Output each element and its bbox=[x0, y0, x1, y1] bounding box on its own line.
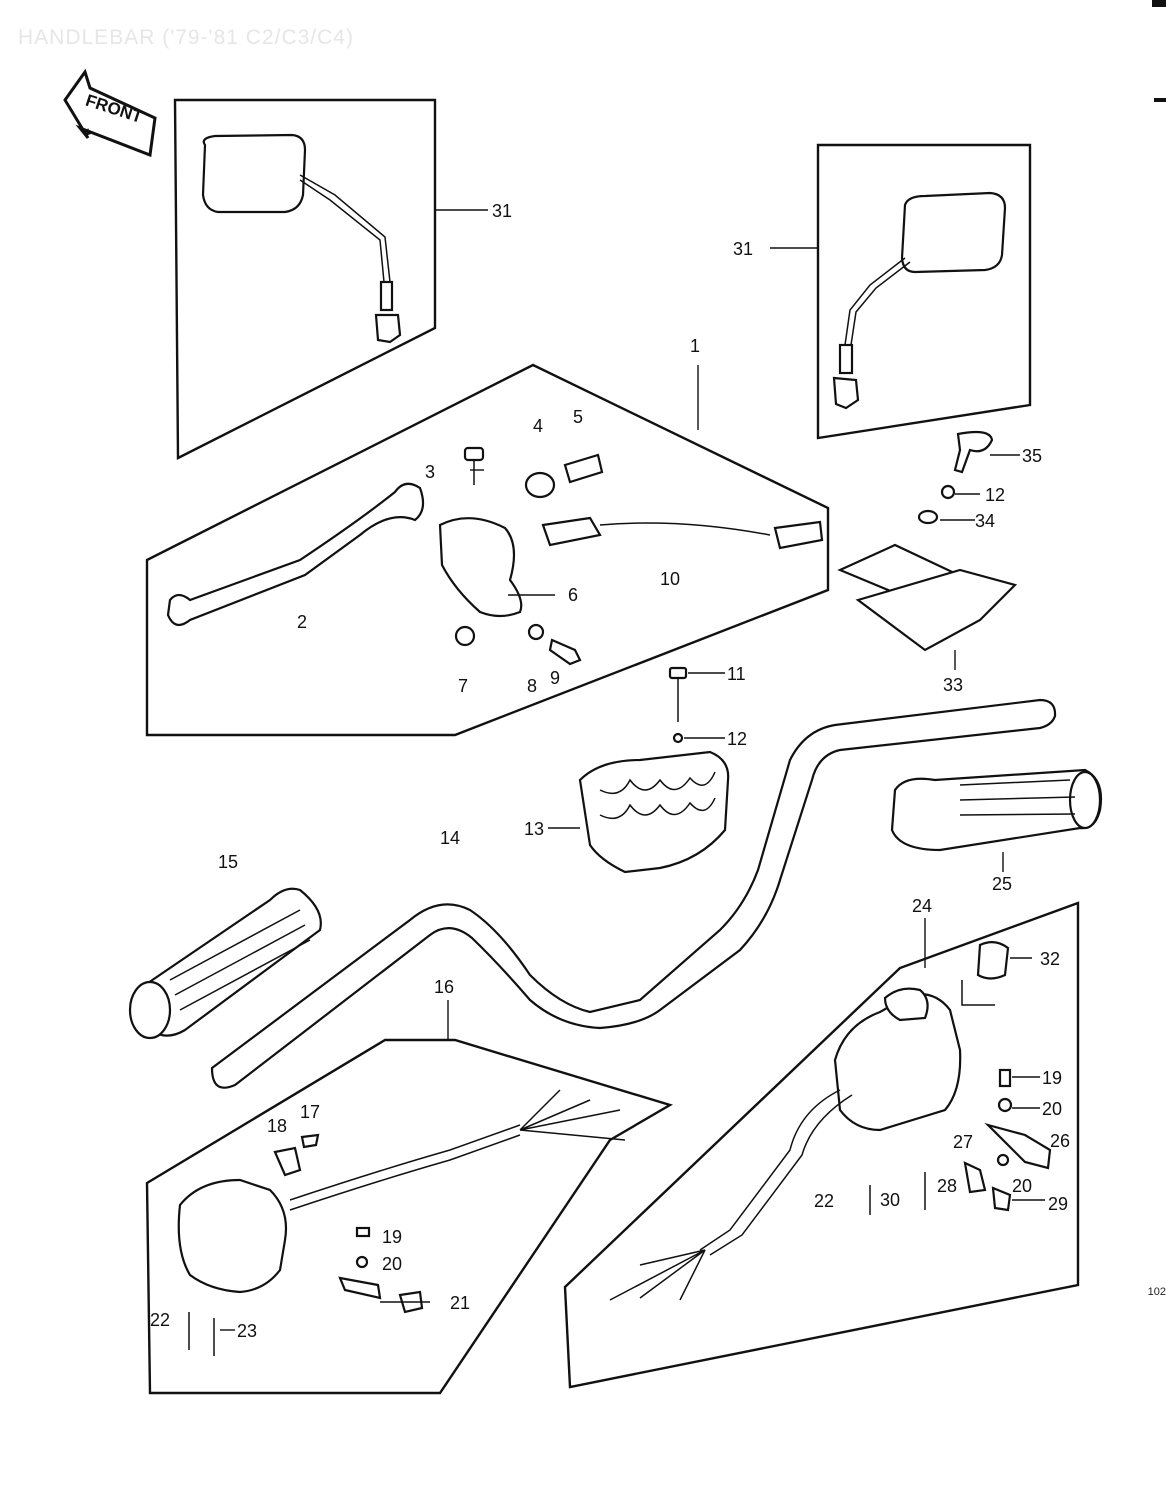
callout-13: 13 bbox=[524, 819, 544, 839]
callout-18: 18 bbox=[267, 1116, 287, 1136]
callout-2: 2 bbox=[297, 612, 307, 632]
left-switch-group bbox=[145, 1000, 673, 1395]
callout-35: 35 bbox=[1022, 446, 1042, 466]
callout-31-right: 31 bbox=[733, 239, 753, 259]
callout-16: 16 bbox=[434, 977, 454, 997]
callout-23: 23 bbox=[237, 1321, 257, 1341]
bracket-group bbox=[837, 430, 1018, 670]
callout-3: 3 bbox=[425, 462, 435, 482]
callout-10: 10 bbox=[660, 569, 680, 589]
right-grip-group bbox=[890, 768, 1103, 872]
callout-19-right: 19 bbox=[1042, 1068, 1062, 1088]
right-switch-group bbox=[563, 901, 1080, 1389]
callout-30: 30 bbox=[880, 1190, 900, 1210]
callout-34: 34 bbox=[975, 511, 995, 531]
callout-labels: 1 2 3 4 5 6 7 8 9 10 11 12 12 13 14 15 1… bbox=[150, 201, 1070, 1341]
callout-6: 6 bbox=[568, 585, 578, 605]
callout-7: 7 bbox=[458, 676, 468, 696]
callout-32: 32 bbox=[1040, 949, 1060, 969]
callout-14: 14 bbox=[440, 828, 460, 848]
callout-11: 11 bbox=[727, 664, 746, 684]
callout-26: 26 bbox=[1050, 1131, 1070, 1151]
left-grip-group bbox=[128, 887, 322, 1040]
page-number: 102 bbox=[1147, 1286, 1166, 1298]
callout-5: 5 bbox=[573, 407, 583, 427]
callout-17: 17 bbox=[300, 1102, 320, 1122]
callout-27: 27 bbox=[953, 1132, 973, 1152]
clamp-group bbox=[548, 666, 730, 874]
callout-22-right: 22 bbox=[814, 1191, 834, 1211]
callout-8: 8 bbox=[527, 676, 537, 696]
callout-24: 24 bbox=[912, 896, 932, 916]
callout-4: 4 bbox=[533, 416, 543, 436]
callout-1: 1 bbox=[690, 336, 700, 356]
callout-25: 25 bbox=[992, 874, 1012, 894]
callout-29: 29 bbox=[1048, 1194, 1068, 1214]
callout-28: 28 bbox=[937, 1176, 957, 1196]
callout-33: 33 bbox=[943, 675, 963, 695]
callout-21: 21 bbox=[450, 1293, 470, 1313]
diagram-title: HANDLEBAR ('79-'81 C2/C3/C4) bbox=[18, 26, 354, 49]
callout-31-left: 31 bbox=[492, 201, 512, 221]
callout-9: 9 bbox=[550, 668, 560, 688]
left-mirror-group bbox=[173, 98, 488, 460]
callout-19-left: 19 bbox=[382, 1227, 402, 1247]
callout-22-left: 22 bbox=[150, 1310, 170, 1330]
handlebar-group bbox=[210, 698, 1057, 1089]
callout-20-right: 20 bbox=[1042, 1099, 1062, 1119]
callout-15: 15 bbox=[218, 852, 238, 872]
callout-12-clamp: 12 bbox=[727, 729, 747, 749]
leader-lines bbox=[220, 454, 1045, 1331]
callout-20-lower: 20 bbox=[1012, 1176, 1032, 1196]
callout-20-left: 20 bbox=[382, 1254, 402, 1274]
right-mirror-group bbox=[770, 143, 1032, 440]
callout-12-bracket: 12 bbox=[985, 485, 1005, 505]
front-arrow-icon: FRONT bbox=[63, 68, 157, 158]
lever-assembly-group bbox=[145, 363, 830, 737]
